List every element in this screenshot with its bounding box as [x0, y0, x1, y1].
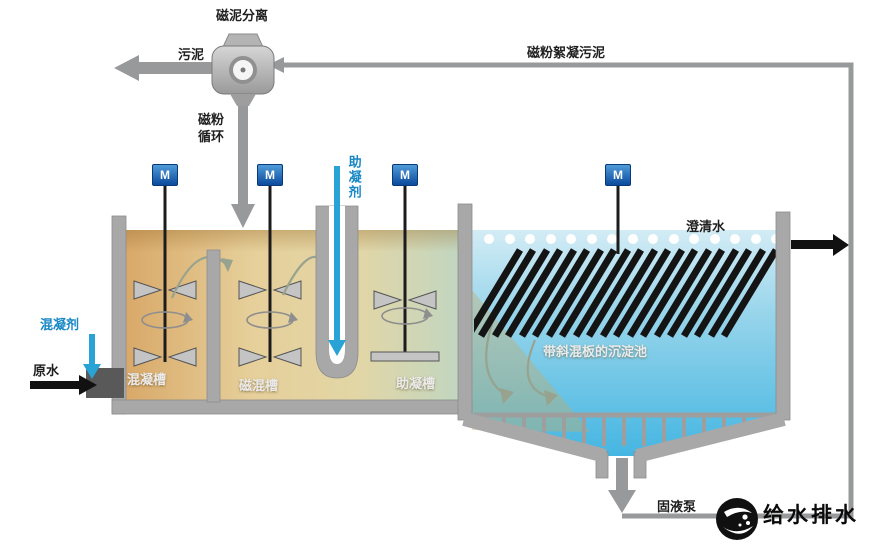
floc-aid-arrow	[328, 166, 346, 356]
journal-name: 给水排水	[763, 504, 859, 527]
motor-label: M	[400, 168, 410, 182]
hopper-walls	[462, 412, 786, 463]
separator-label: 磁泥分离	[216, 8, 269, 23]
motor-label: M	[160, 168, 170, 182]
motor-box-2: M	[257, 164, 283, 186]
coagulant-label: 混凝剂	[40, 317, 80, 332]
sludge-out-arrow	[114, 55, 213, 81]
magnetic-separator-device	[211, 33, 275, 106]
return-sludge-label: 磁粉絮凝污泥	[527, 45, 606, 60]
tank-walls	[111, 203, 791, 479]
floc-aid-label: 助凝剂	[346, 155, 362, 200]
sed-flow-arrows	[485, 314, 558, 406]
pump-label: 固液泵	[657, 499, 697, 514]
motor-label: M	[265, 168, 275, 182]
hopper-discharge-arrow	[608, 458, 636, 513]
mixing-tank-water	[124, 230, 458, 402]
motor-box-1: M	[152, 164, 178, 186]
mixer-shafts	[163, 186, 620, 362]
journal-logo-icon	[716, 498, 758, 540]
sedimentation-tank-label: 带斜混板的沉淀池	[543, 344, 648, 359]
impellers	[133, 280, 440, 367]
magnetic-mix-tank-label: 磁混槽	[239, 378, 279, 393]
inclined-plates	[474, 248, 776, 338]
raw-water-label: 原水	[33, 363, 60, 378]
motor-box-4: M	[605, 164, 631, 186]
motor-label: M	[613, 168, 623, 182]
effluent-dots	[484, 234, 781, 244]
coagulation-tank-label: 混凝槽	[127, 372, 167, 387]
clarified-water-label: 澄清水	[686, 219, 726, 234]
coagulant-arrow	[83, 334, 101, 379]
rotation-arrows	[141, 307, 433, 329]
raw-water-arrow	[30, 375, 97, 395]
motor-box-3: M	[392, 164, 418, 186]
floc-aid-tank-label: 助凝槽	[396, 376, 436, 391]
clarified-water-arrow	[791, 234, 849, 256]
powder-cycle-label: 磁粉循环	[198, 112, 225, 144]
magnetic-powder-down-arrow	[231, 104, 255, 228]
sludge-label: 污泥	[178, 47, 205, 62]
